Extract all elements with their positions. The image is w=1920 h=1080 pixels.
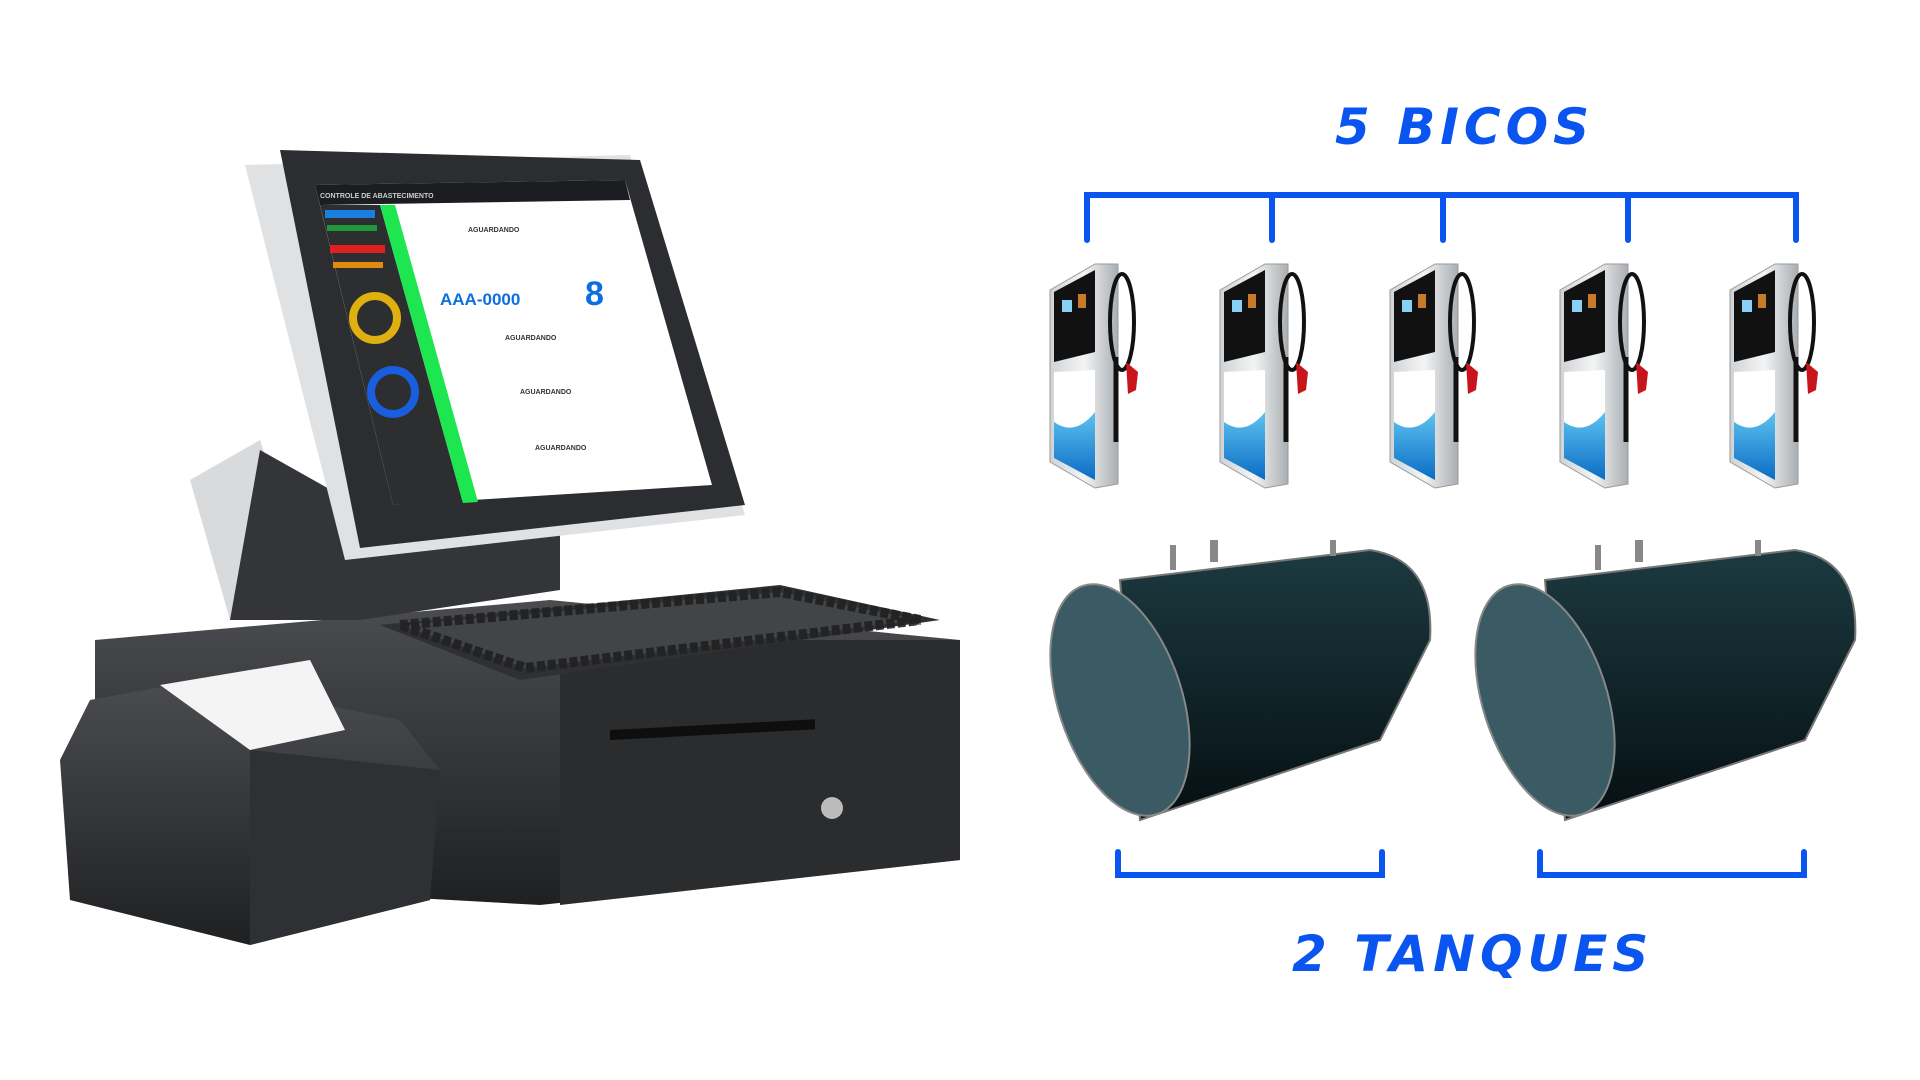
fuel-pump-4 <box>1559 263 1648 489</box>
fuel-pump-5 <box>1729 263 1818 489</box>
tanks-bracket <box>1115 849 1807 878</box>
fuel-pump-3 <box>1389 263 1478 489</box>
nozzles-bracket <box>1084 192 1799 243</box>
screen-digit: 8 <box>585 275 604 313</box>
screen-title: CONTROLE DE ABASTECIMENTO <box>320 193 434 200</box>
fuel-tanks <box>1049 540 1857 822</box>
fuel-tank-2 <box>1474 540 1857 822</box>
lock-icon <box>821 797 843 819</box>
screen-status: AGUARDANDO <box>535 445 587 452</box>
screen-status: AGUARDANDO <box>520 389 572 396</box>
screen-status: AGUARDANDO <box>468 227 520 234</box>
pos-terminal: CONTROLE DE ABASTECIMENTO AAA-0000 8 AGU… <box>60 150 960 945</box>
screen-plate: AAA-0000 <box>440 290 520 309</box>
fuel-pump-2 <box>1219 263 1308 489</box>
screen-status: AGUARDANDO <box>505 335 557 342</box>
fuel-pumps <box>1049 263 1818 489</box>
fuel-pump-1 <box>1049 263 1138 489</box>
nozzles-label: 5 BICOS <box>1335 98 1595 156</box>
fuel-tank-1 <box>1049 540 1432 822</box>
tanks-label: 2 TANQUES <box>1292 925 1654 983</box>
